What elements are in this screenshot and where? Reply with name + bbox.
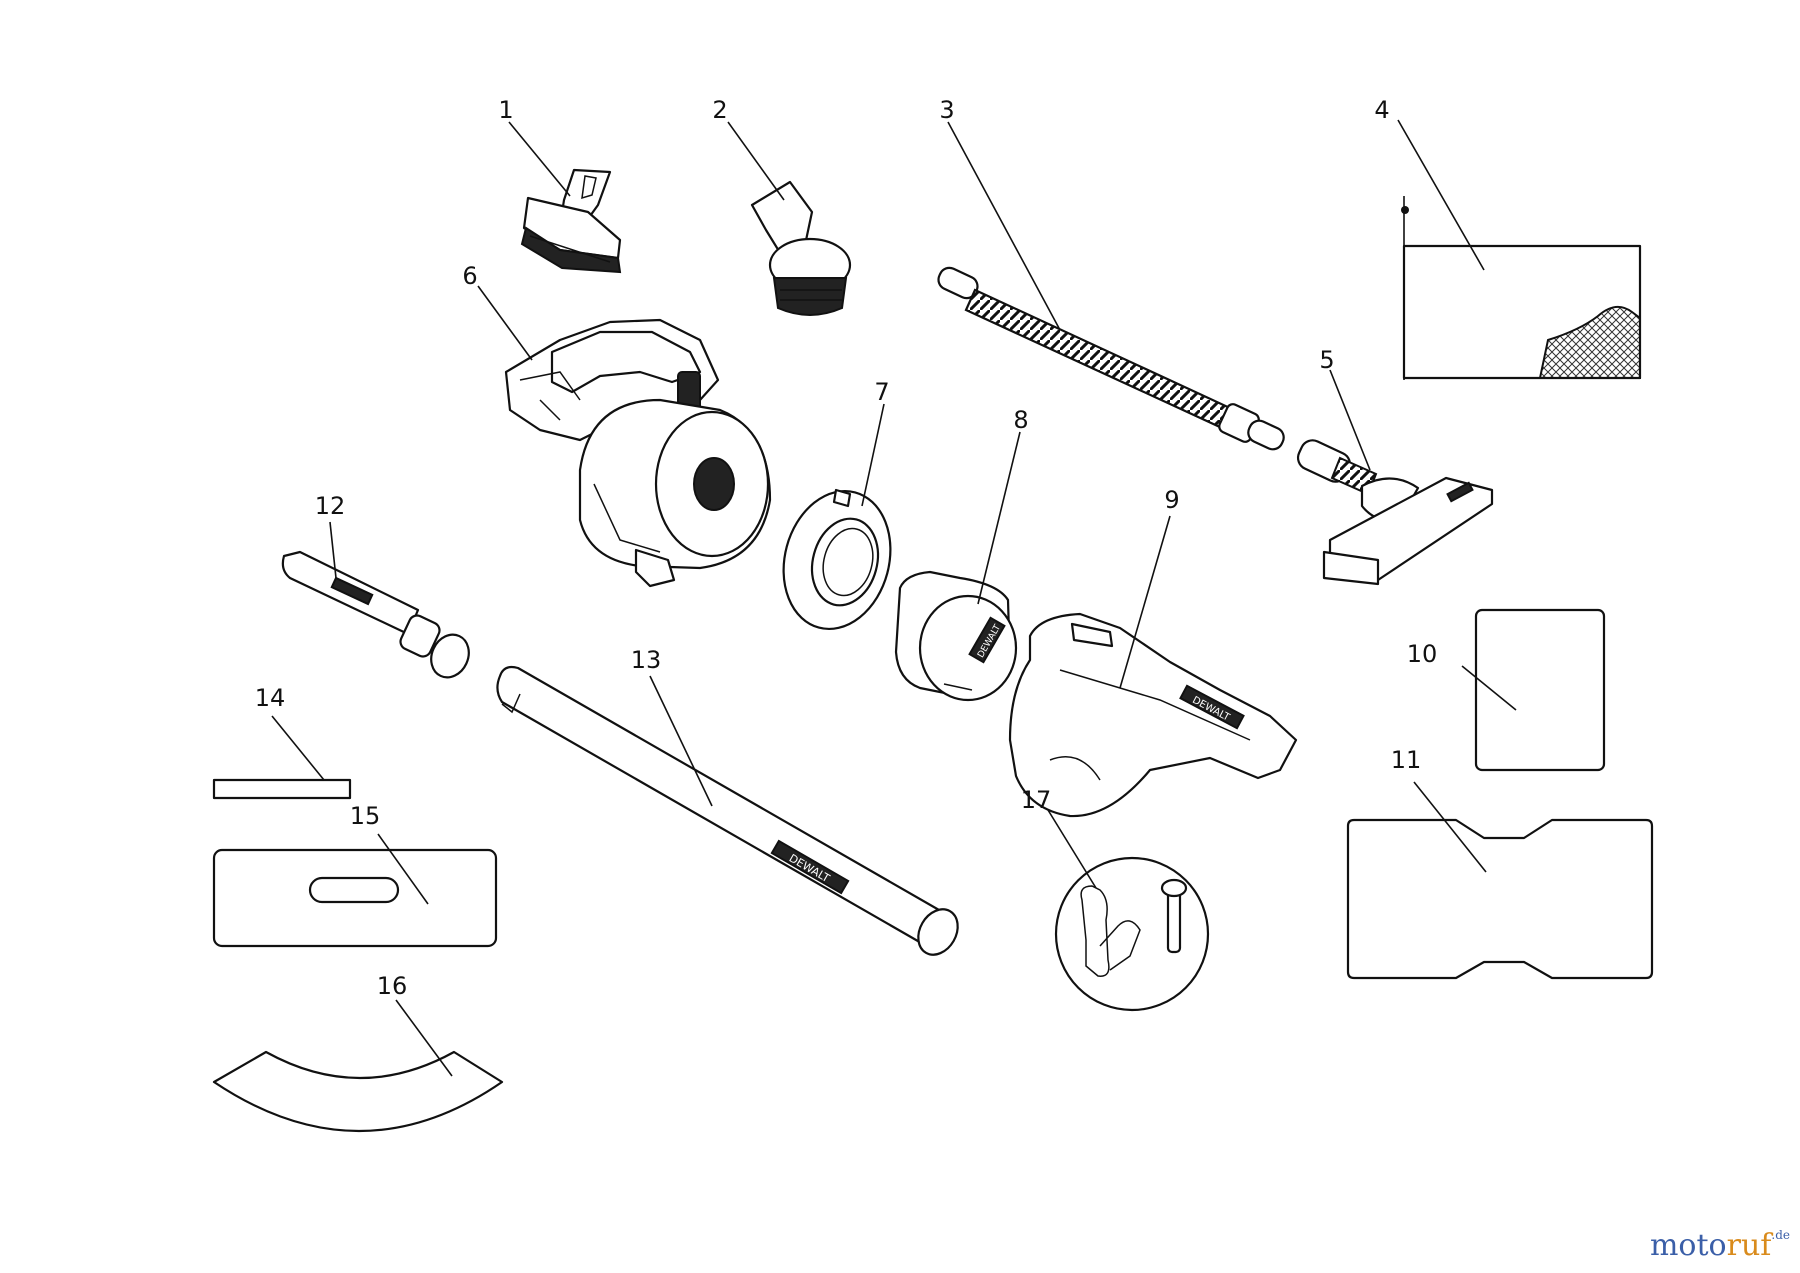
watermark-part-c: .de — [1771, 1228, 1790, 1242]
part-17-hook-kit — [1054, 856, 1210, 1012]
callout-13: 13 — [631, 646, 662, 674]
callout-2: 2 — [712, 96, 727, 124]
callout-9: 9 — [1164, 486, 1179, 514]
part-9-dust-bowl-nozzle: DEWALT — [1008, 612, 1298, 818]
callout-4: 4 — [1374, 96, 1389, 124]
part-3-flexible-hose — [937, 266, 1285, 451]
callout-1: 1 — [498, 96, 513, 124]
part-15-slotted-card — [212, 848, 498, 948]
callout-7: 7 — [874, 378, 889, 406]
callout-10: 10 — [1407, 640, 1438, 668]
callout-5: 5 — [1319, 346, 1334, 374]
callout-17: 17 — [1021, 786, 1052, 814]
part-11-notched-card — [1346, 818, 1654, 980]
part-14-strip — [212, 778, 352, 800]
part-16-curved-label — [212, 1050, 504, 1132]
callout-14: 14 — [255, 684, 286, 712]
part-13-extension-tube: DEWALT — [496, 665, 959, 956]
callout-15: 15 — [350, 802, 381, 830]
part-4-filter-sheet — [1401, 196, 1642, 380]
watermark-part-b: ruf — [1726, 1228, 1772, 1263]
callout-12: 12 — [315, 492, 346, 520]
callout-labels: 1 2 3 4 5 6 7 8 9 10 11 12 13 14 15 16 1… — [255, 96, 1438, 1000]
callout-3: 3 — [939, 96, 954, 124]
part-10-sheet — [1474, 608, 1606, 772]
watermark-part-a: moto — [1649, 1228, 1727, 1263]
leader-lines — [271, 119, 1517, 1077]
part-5-floor-tool — [1296, 439, 1494, 586]
part-7-filter-ring — [782, 488, 892, 631]
callout-11: 11 — [1391, 746, 1422, 774]
part-12-crevice-tool — [281, 550, 470, 679]
part-6-motor-body — [504, 318, 772, 588]
callout-16: 16 — [377, 972, 408, 1000]
callout-6: 6 — [462, 262, 477, 290]
part-1-brush-nozzle — [520, 168, 622, 274]
part-8-cartridge-filter: DEWALT — [894, 570, 1018, 702]
part-2-dusting-brush — [750, 180, 852, 316]
watermark-logo: motoruf.de — [1650, 1228, 1790, 1263]
callout-8: 8 — [1013, 406, 1028, 434]
